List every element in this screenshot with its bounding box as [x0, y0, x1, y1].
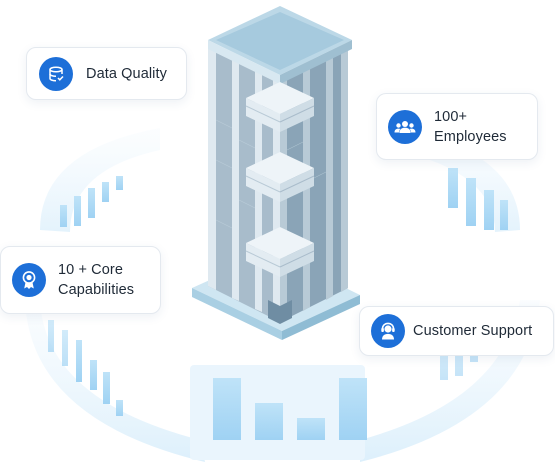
office-building: [192, 6, 360, 340]
data-quality-label: Data Quality: [86, 65, 167, 82]
database-check-icon: [39, 56, 73, 91]
support-agent-icon: [371, 314, 405, 348]
capabilities-card: 10 + Core Capabilities: [0, 246, 161, 314]
data-quality-card: Data Quality: [26, 47, 187, 100]
customer-support-label: Customer Support: [413, 323, 533, 339]
employees-card: 100+ Employees: [376, 93, 538, 160]
capabilities-count: 10 + Core: [58, 262, 123, 278]
employees-text: Employees: [434, 128, 507, 145]
capabilities-text: Capabilities: [58, 282, 135, 298]
balconies: [245, 82, 315, 277]
employees-label: 100+ Employees: [434, 107, 507, 147]
data-ring: [25, 128, 540, 462]
customer-support-card: Customer Support: [359, 306, 554, 356]
employees-count: 100+: [434, 108, 468, 125]
people-group-icon: [388, 109, 422, 144]
capabilities-label: 10 + Core Capabilities: [58, 260, 134, 300]
ring-bars: [48, 168, 508, 440]
award-ribbon-icon: [12, 263, 46, 297]
